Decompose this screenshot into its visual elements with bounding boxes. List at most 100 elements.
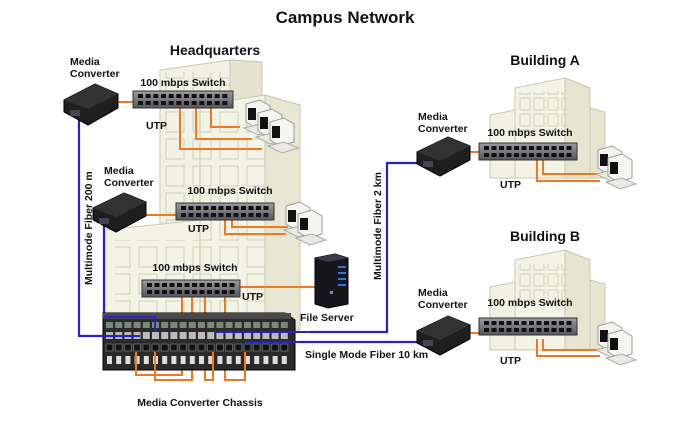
switch-building-a[interactable] (478, 142, 578, 161)
computer-icon[interactable] (266, 117, 300, 154)
switch-port[interactable] (218, 206, 224, 210)
chassis-slot-fiber-port[interactable] (271, 332, 279, 339)
switch-port[interactable] (566, 321, 572, 325)
switch-port[interactable] (559, 328, 564, 332)
switch-port[interactable] (169, 283, 175, 287)
switch-building-b[interactable] (478, 317, 578, 336)
media-converter-building-b[interactable] (416, 315, 471, 356)
switch-port[interactable] (256, 206, 261, 210)
switch-port[interactable] (514, 146, 519, 150)
switch-hq-3[interactable] (141, 279, 241, 298)
chassis-slot-rj45-port[interactable] (133, 343, 142, 352)
switch-port[interactable] (559, 146, 564, 150)
switch-port[interactable] (559, 321, 564, 325)
switch-port[interactable] (154, 283, 160, 287)
switch-port[interactable] (536, 153, 542, 157)
switch-port[interactable] (521, 153, 527, 157)
switch-port[interactable] (529, 153, 534, 157)
chassis-slot-fiber-port[interactable] (179, 332, 187, 339)
switch-port[interactable] (199, 290, 205, 294)
switch-port[interactable] (521, 328, 527, 332)
chassis-slot-rj45-port[interactable] (225, 343, 234, 352)
chassis-slot-rj45-port[interactable] (188, 343, 197, 352)
switch-port[interactable] (241, 206, 246, 210)
switch-port[interactable] (207, 101, 212, 105)
switch-port[interactable] (214, 290, 220, 294)
switch-port[interactable] (199, 94, 205, 98)
switch-port[interactable] (241, 213, 246, 217)
switch-port[interactable] (177, 283, 182, 287)
chassis-slot-rj45-port[interactable] (271, 343, 280, 352)
switch-port[interactable] (188, 213, 194, 217)
switch-port[interactable] (499, 153, 504, 157)
media-converter-hq-1[interactable] (63, 83, 119, 126)
switch-port[interactable] (544, 328, 549, 332)
switch-port[interactable] (222, 101, 228, 105)
chassis-slot-rj45-port[interactable] (105, 343, 114, 352)
switch-port[interactable] (161, 94, 166, 98)
switch-port[interactable] (226, 213, 231, 217)
switch-port[interactable] (521, 321, 527, 325)
switch-port[interactable] (233, 206, 239, 210)
chassis-slot-fiber-port[interactable] (198, 332, 205, 339)
switch-port[interactable] (199, 283, 205, 287)
switch-port[interactable] (229, 283, 235, 287)
switch-port[interactable] (544, 153, 549, 157)
switch-port[interactable] (514, 328, 519, 332)
switch-port[interactable] (566, 146, 572, 150)
chassis-slot-rj45-port[interactable] (123, 343, 132, 352)
switch-hq-2[interactable] (175, 202, 275, 221)
switch-port[interactable] (211, 206, 216, 210)
switch-port[interactable] (559, 153, 564, 157)
switch-port[interactable] (203, 206, 209, 210)
chassis-slot-rj45-port[interactable] (169, 343, 178, 352)
computer-icon[interactable] (604, 153, 638, 190)
switch-port[interactable] (248, 213, 254, 217)
switch-port[interactable] (566, 328, 572, 332)
switch-port[interactable] (222, 290, 227, 294)
switch-port[interactable] (176, 94, 182, 98)
switch-port[interactable] (484, 146, 489, 150)
switch-port[interactable] (138, 94, 143, 98)
switch-port[interactable] (177, 290, 182, 294)
switch-port[interactable] (256, 213, 261, 217)
switch-port[interactable] (168, 94, 174, 98)
switch-port[interactable] (222, 283, 227, 287)
computer-group-building-a[interactable] (594, 145, 638, 190)
computer-group-building-b[interactable] (594, 321, 638, 366)
switch-port[interactable] (218, 213, 224, 217)
switch-port[interactable] (551, 321, 557, 325)
switch-port[interactable] (147, 283, 152, 287)
switch-port[interactable] (199, 101, 205, 105)
switch-port[interactable] (196, 213, 201, 217)
switch-port[interactable] (484, 153, 489, 157)
switch-port[interactable] (491, 328, 497, 332)
switch-port[interactable] (145, 94, 151, 98)
switch-port[interactable] (214, 283, 220, 287)
chassis-slot-fiber-port[interactable] (262, 332, 270, 339)
switch-port[interactable] (491, 146, 497, 150)
switch-port[interactable] (491, 321, 497, 325)
switch-port[interactable] (263, 206, 269, 210)
chassis-slot-fiber-port[interactable] (161, 332, 169, 339)
switch-port[interactable] (181, 213, 186, 217)
media-converter-building-a[interactable] (416, 136, 471, 177)
switch-port[interactable] (229, 290, 235, 294)
computer-group-hq-2[interactable] (282, 201, 328, 246)
chassis-slot-fiber-port[interactable] (216, 332, 224, 339)
switch-port[interactable] (188, 206, 194, 210)
switch-port[interactable] (211, 213, 216, 217)
switch-port[interactable] (551, 153, 557, 157)
switch-port[interactable] (222, 94, 228, 98)
switch-port[interactable] (529, 328, 534, 332)
switch-port[interactable] (529, 321, 534, 325)
chassis-slot-fiber-port[interactable] (170, 332, 178, 339)
switch-port[interactable] (191, 101, 197, 105)
switch-port[interactable] (544, 146, 549, 150)
switch-port[interactable] (514, 153, 519, 157)
switch-port[interactable] (214, 94, 220, 98)
switch-port[interactable] (192, 290, 197, 294)
chassis-slot-rj45-port[interactable] (252, 343, 261, 352)
switch-port[interactable] (506, 153, 512, 157)
file-server[interactable] (314, 253, 349, 309)
